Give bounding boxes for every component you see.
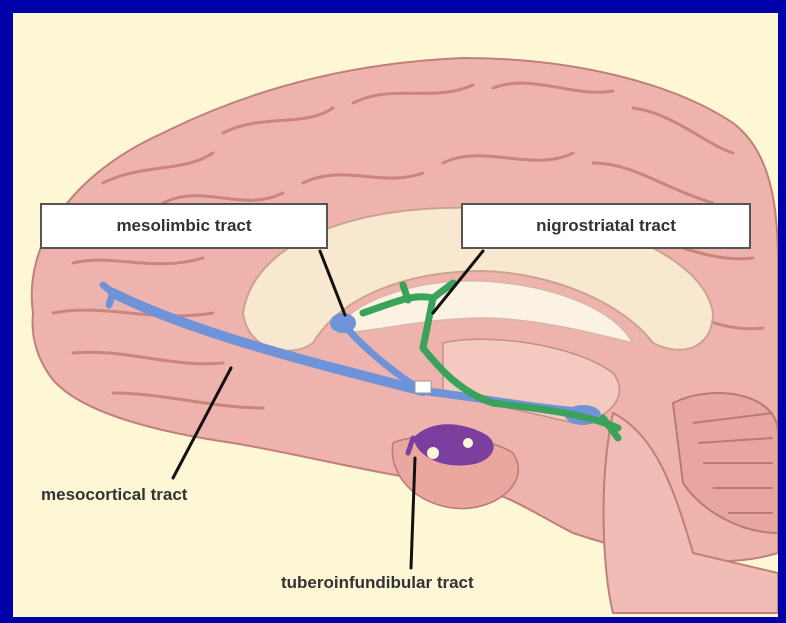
nigrostriatal-tract-label: nigrostriatal tract [461, 203, 751, 249]
vta-marker [415, 381, 431, 393]
brain-sagittal-illustration [13, 13, 778, 617]
mesolimbic-tract-label: mesolimbic tract [40, 203, 328, 249]
mesocortical-tract-label: mesocortical tract [41, 485, 187, 505]
tuberoinfundibular-tract-label: tuberoinfundibular tract [281, 573, 474, 593]
diagram-panel: mesolimbic tract nigrostriatal tract mes… [13, 13, 778, 617]
